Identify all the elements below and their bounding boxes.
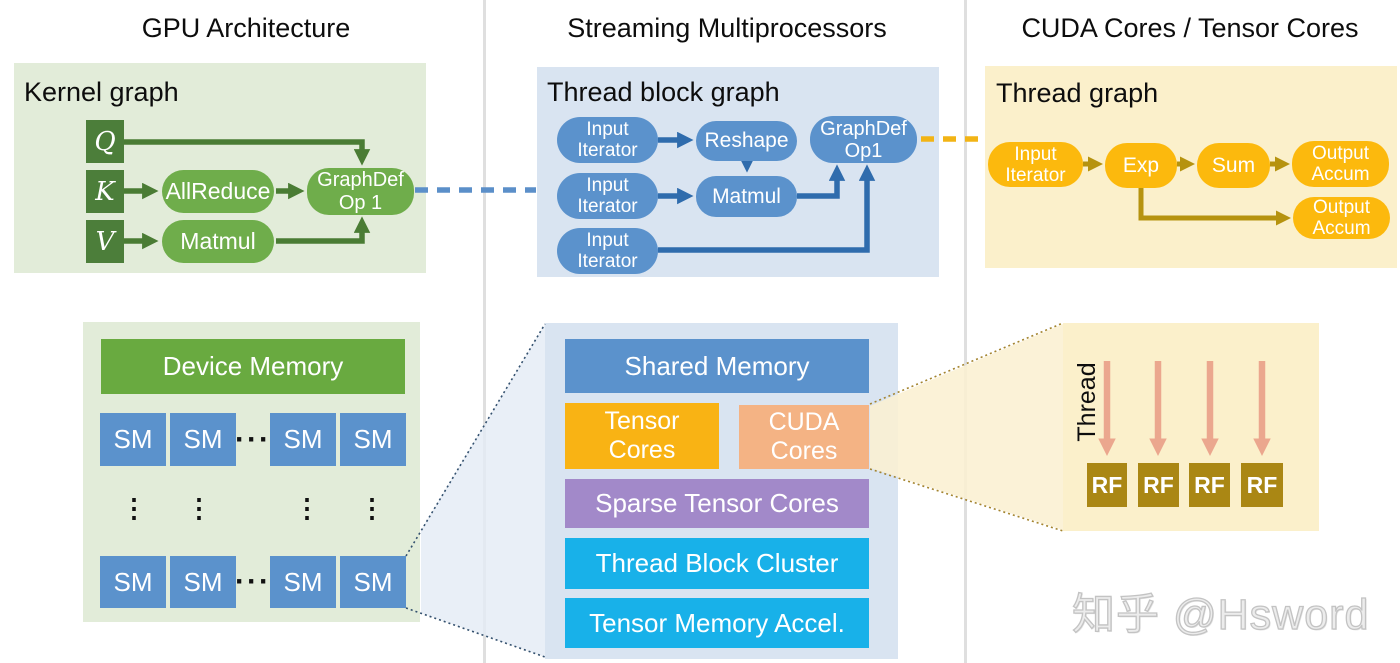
sm-box: SM xyxy=(100,556,166,608)
rf-box: RF xyxy=(1138,463,1179,507)
sm-column-ellipsis: ⋮ xyxy=(186,492,212,523)
exp-node: Exp xyxy=(1105,143,1177,188)
column-title-streaming-multiprocessors: Streaming Multiprocessors xyxy=(567,13,887,43)
thread-rotated-label: Thread xyxy=(1073,362,1101,442)
matmul-node-threadblock: Matmul xyxy=(696,176,797,217)
cuda-zoom-cone-border xyxy=(869,322,1064,532)
graphdef-op1-node-threadblock: GraphDef Op1 xyxy=(810,116,917,163)
reshape-node: Reshape xyxy=(696,121,797,161)
arrow-matmul-to-graphdef xyxy=(276,216,371,244)
column-title-cuda-tensor-cores: CUDA Cores / Tensor Cores xyxy=(1021,13,1359,43)
sm-box: SM xyxy=(340,556,406,608)
matmul-node-kernel: Matmul xyxy=(162,220,274,263)
shared-memory-bar: Shared Memory xyxy=(565,339,869,393)
rf-box: RF xyxy=(1189,463,1230,507)
sm-zoom-cone-border xyxy=(405,323,546,658)
kernel-graph-arrows xyxy=(124,139,371,250)
arrow-q-to-graphdef xyxy=(124,139,371,166)
rf-box: RF xyxy=(1087,463,1127,507)
thread-block-graph-label: Thread block graph xyxy=(547,77,780,107)
input-k-node: K xyxy=(86,170,124,213)
input-iterator-node-3: Input Iterator xyxy=(557,228,658,274)
arrow-iterator3-to-graphdef xyxy=(658,164,876,253)
input-iterator-node-1: Input Iterator xyxy=(557,117,658,163)
sparse-tensor-cores-bar: Sparse Tensor Cores xyxy=(565,479,869,528)
input-v-node: V xyxy=(86,220,124,263)
arrow-matmul-to-graphdef xyxy=(797,164,846,199)
input-iterator-node-thread: Input Iterator xyxy=(988,142,1083,187)
sm-box: SM xyxy=(270,556,336,608)
graphdef-op1-node-kernel: GraphDef Op 1 xyxy=(307,168,414,215)
sm-box: SM xyxy=(340,413,406,466)
input-q-node: Q xyxy=(86,120,124,163)
sm-box: SM xyxy=(170,413,236,466)
thread-rf-arrows xyxy=(1098,361,1271,457)
sm-zoom-cone xyxy=(421,324,545,657)
output-accum-node-1: Output Accum xyxy=(1292,141,1389,187)
sm-box: SM xyxy=(270,413,336,466)
tensor-memory-accel-bar: Tensor Memory Accel. xyxy=(565,598,869,648)
thread-graph-arrows xyxy=(1083,156,1291,226)
sm-box: SM xyxy=(100,413,166,466)
watermark: 知乎 @Hsword xyxy=(1071,590,1370,639)
sm-column-ellipsis: ⋮ xyxy=(121,492,147,523)
input-iterator-node-2: Input Iterator xyxy=(557,173,658,219)
allreduce-node: AllReduce xyxy=(162,170,274,213)
arrow-exp-to-accum2 xyxy=(1138,186,1291,226)
tensor-cores-box: Tensor Cores xyxy=(565,403,719,469)
kernel-graph-label: Kernel graph xyxy=(24,77,179,107)
output-accum-node-2: Output Accum xyxy=(1293,197,1390,239)
thread-block-cluster-bar: Thread Block Cluster xyxy=(565,538,869,589)
sm-column-ellipsis: ⋮ xyxy=(359,492,385,523)
device-memory-bar: Device Memory xyxy=(101,339,405,394)
rf-box: RF xyxy=(1241,463,1283,507)
sm-column-ellipsis: ⋮ xyxy=(294,492,320,523)
thread-graph-label: Thread graph xyxy=(996,78,1159,108)
thread-block-arrows xyxy=(658,131,876,253)
sum-node: Sum xyxy=(1197,143,1270,188)
sm-row-ellipsis: ··· xyxy=(235,422,271,456)
cuda-cores-box: CUDA Cores xyxy=(739,405,869,469)
column-title-gpu-architecture: GPU Architecture xyxy=(141,13,351,43)
sm-row-ellipsis: ··· xyxy=(235,565,271,598)
cuda-zoom-cone xyxy=(870,324,1063,530)
sm-box: SM xyxy=(170,556,236,608)
